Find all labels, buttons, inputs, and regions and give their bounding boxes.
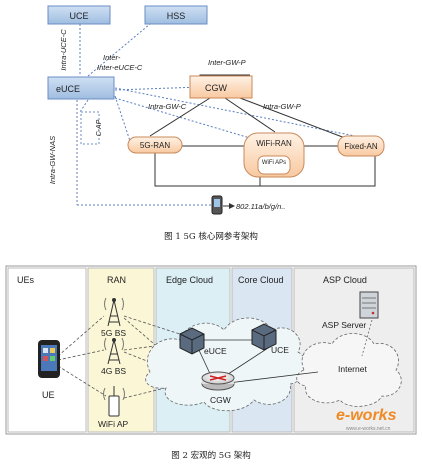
uce-label: UCE bbox=[69, 11, 88, 21]
watermark-url: www.e-works.net.cn bbox=[346, 426, 391, 432]
fixed-an-label: Fixed-AN bbox=[344, 142, 378, 151]
ue-phone-icon bbox=[38, 340, 60, 378]
wifi-ap-icon bbox=[103, 386, 125, 417]
fig1-data-links bbox=[149, 74, 376, 209]
uce-node bbox=[47, 5, 111, 25]
bs5g-label: 5G BS bbox=[101, 328, 126, 338]
intra-gw-nas-label: Intra-GW-NAS bbox=[48, 136, 57, 184]
bs4g-label: 4G BS bbox=[101, 366, 126, 376]
ran-column bbox=[87, 267, 155, 433]
wifi-aps-line: WiFi APs bbox=[262, 160, 286, 166]
figure1-caption: 图 1 5G 核心网参考架构 bbox=[164, 231, 258, 242]
asp-server-label: ASP Server bbox=[322, 320, 366, 330]
watermark-text: e-works bbox=[336, 407, 397, 424]
fixed-an-node bbox=[337, 135, 385, 157]
uce-label-fig2: UCE bbox=[271, 345, 289, 355]
ue-label: UE bbox=[42, 390, 55, 400]
internet-cloud bbox=[296, 333, 402, 407]
ues-header: UEs bbox=[17, 275, 35, 285]
figure1: UCE HSS eUCE CGW 5G-RAN WiFi-RAN WiFi AP… bbox=[47, 5, 385, 242]
euce-server-icon bbox=[179, 327, 205, 355]
ran5g-label: 5G-RAN bbox=[140, 141, 170, 150]
euce-label-fig2: eUCE bbox=[204, 346, 227, 356]
intra-uce-c-label: Intra-UCE-C bbox=[59, 29, 68, 71]
intra-gw-p-label: Intra-GW-P bbox=[263, 102, 301, 111]
inter-gw-p-label: Inter-GW-P bbox=[208, 58, 246, 67]
bs5g-tower-icon bbox=[104, 297, 124, 327]
euce-node bbox=[47, 76, 115, 100]
wifi-ap-label: WiFi AP bbox=[98, 419, 129, 429]
core-cloud-header: Core Cloud bbox=[238, 275, 284, 285]
phone-icon bbox=[211, 195, 223, 215]
ran5g-node bbox=[127, 136, 183, 154]
asp-cloud-header: ASP Cloud bbox=[323, 275, 367, 285]
cgw-label-fig2: CGW bbox=[210, 395, 231, 405]
cgw-label: CGW bbox=[205, 83, 228, 93]
wifi-aps-node bbox=[257, 155, 291, 175]
euce-label: eUCE bbox=[56, 84, 80, 94]
c-ap-label: C-AP bbox=[96, 119, 103, 136]
c-ap-box bbox=[80, 111, 100, 145]
figure2-caption: 图 2 宏观的 5G 架构 bbox=[171, 450, 250, 461]
asp-server-icon bbox=[359, 291, 379, 319]
radio-label: 802.11a/b/g/n.. bbox=[236, 202, 286, 211]
hss-label: HSS bbox=[167, 11, 186, 21]
bs4g-tower-icon bbox=[104, 337, 124, 365]
wifi-ran-label: WiFi-RAN bbox=[256, 139, 292, 148]
inter-euce-c-label-1: Inter- bbox=[103, 53, 121, 62]
intra-gw-c-label: Intra-GW-C bbox=[148, 102, 187, 111]
wifi-aps-label: WiFi APs bbox=[262, 160, 286, 166]
ran-header: RAN bbox=[107, 275, 126, 285]
figure2: UEs RAN Edge Cloud Core Cloud ASP Cloud bbox=[5, 265, 417, 461]
hss-node bbox=[144, 5, 208, 25]
e-works-logo: e-works www.e-works.net.cn bbox=[336, 407, 397, 432]
edge-cloud-header: Edge Cloud bbox=[166, 275, 213, 285]
internet-label: Internet bbox=[338, 364, 367, 374]
inter-euce-c-label: Inter-eUCE-C bbox=[97, 63, 143, 72]
uce-server-icon bbox=[251, 323, 277, 351]
cgw-router-icon bbox=[201, 371, 235, 391]
fig1-control-links bbox=[76, 23, 366, 206]
cgw-node bbox=[189, 75, 253, 99]
